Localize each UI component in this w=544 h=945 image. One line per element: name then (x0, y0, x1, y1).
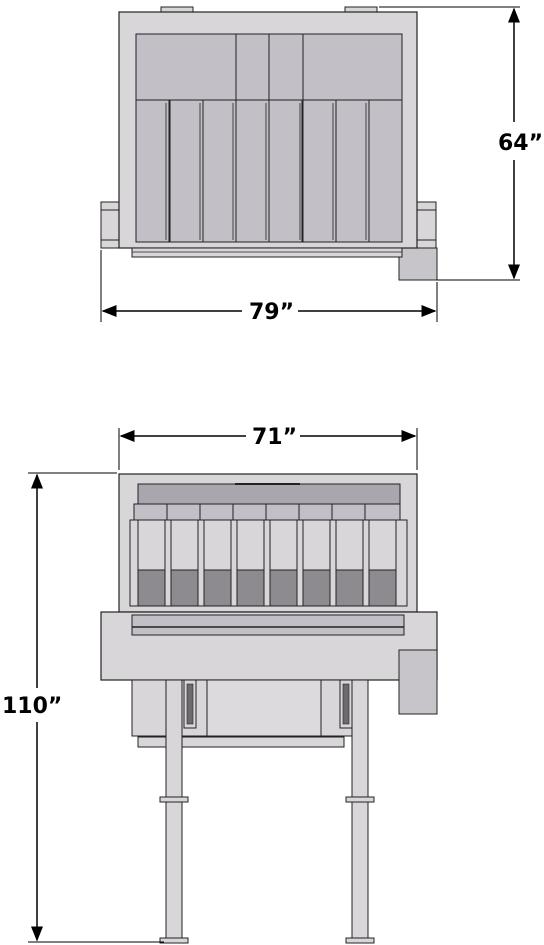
dim-110-label: 110” (2, 694, 62, 719)
top-height-dimension: 64” (379, 6, 543, 281)
dim-79-label: 79” (249, 300, 294, 325)
dim-64-label: 64” (498, 131, 543, 156)
front-height-dimension: 110” (2, 472, 164, 943)
top-base-plate (131, 247, 403, 258)
side-bracket-left (100, 201, 120, 249)
top-chute-columns (135, 99, 403, 243)
front-cross-bar (137, 736, 345, 748)
top-view (100, 6, 438, 281)
front-width-dimension: 71” (118, 425, 418, 470)
control-box (398, 247, 438, 281)
top-width-dimension: 79” (100, 250, 438, 325)
front-discharge-trough (131, 614, 405, 636)
left-leg (165, 679, 183, 943)
dim-71-label: 71” (252, 425, 297, 450)
front-center-box (206, 679, 322, 737)
front-view (100, 473, 438, 944)
front-control-box (398, 649, 438, 715)
right-leg (351, 679, 369, 943)
side-bracket-right (415, 201, 437, 249)
front-feeder-bar (137, 483, 401, 505)
